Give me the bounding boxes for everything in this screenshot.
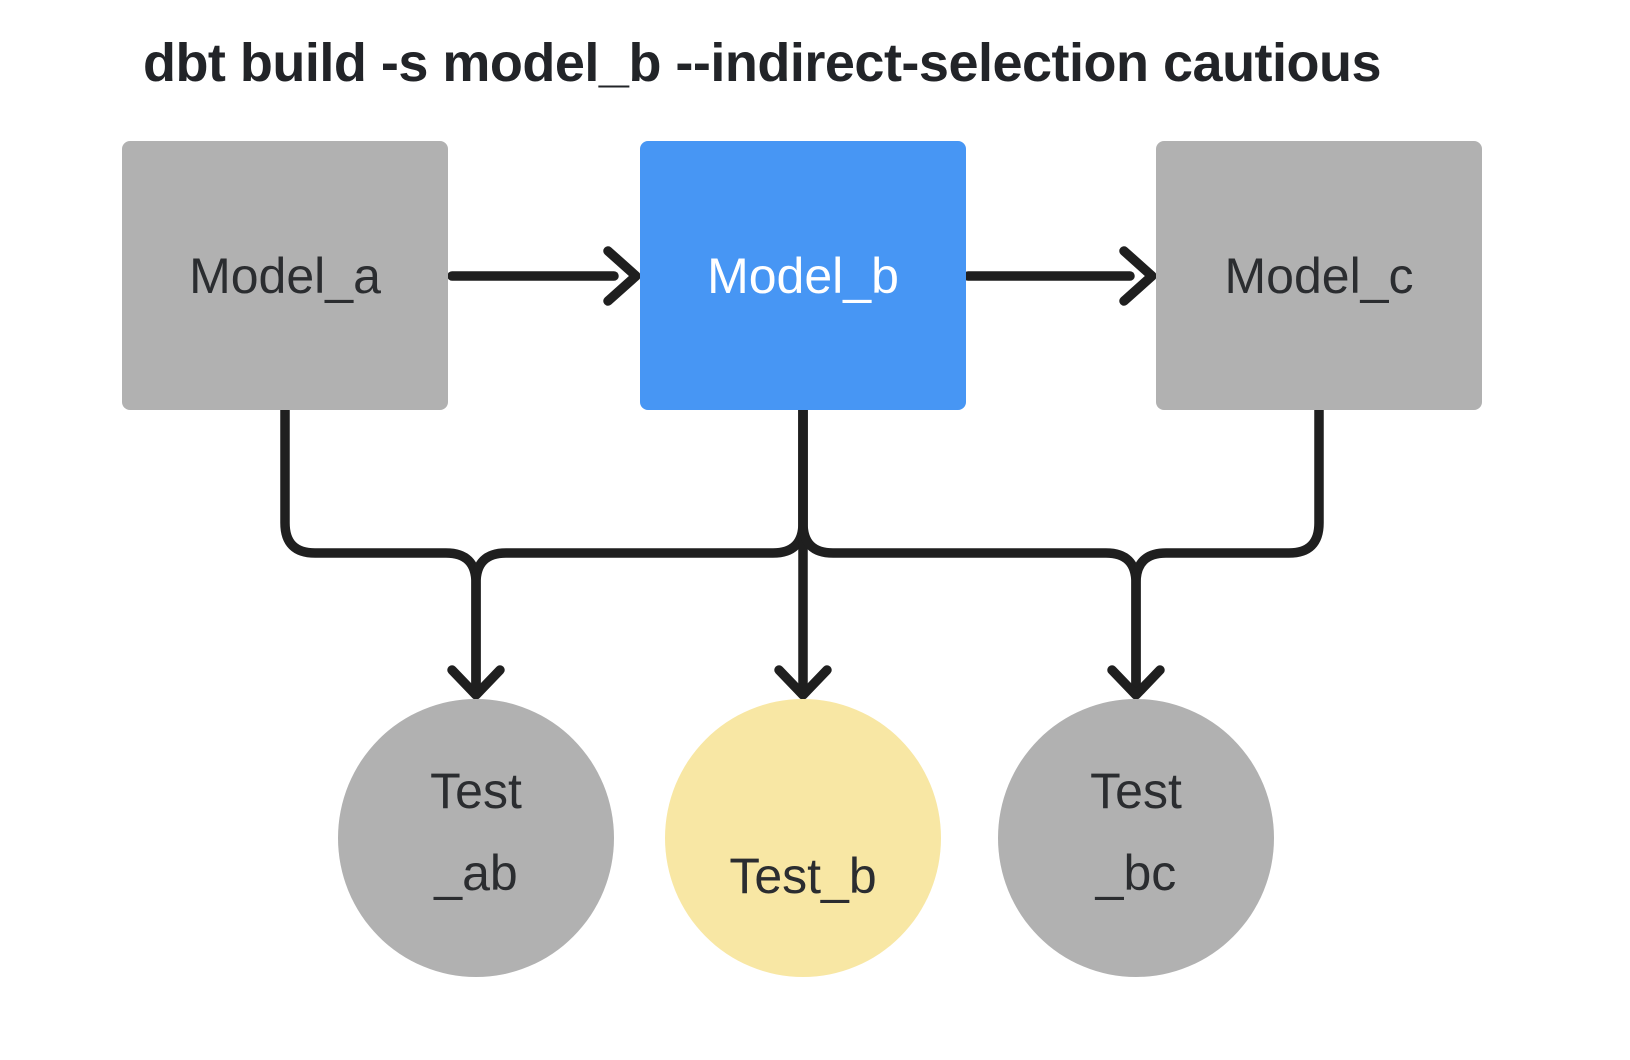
node-test-b-label: Test_b (729, 848, 877, 904)
node-test-ab-label: Test _ab (430, 763, 522, 901)
edge-model-b-test-bc (798, 405, 1141, 698)
command-title: dbt build -s model_b --indirect-selectio… (142, 33, 1382, 93)
edge-model-a-model-b-arrowhead (603, 246, 641, 306)
edge-model-b-test-ab (471, 405, 808, 698)
node-model-c-label: Model_c (1224, 247, 1414, 304)
node-test-bc-label: Test _bc (1090, 763, 1182, 901)
node-model-b-selected: Model_b (640, 141, 966, 410)
edge-model-a-test-ab (280, 405, 481, 698)
edge-test-ab-arrowhead (447, 665, 505, 700)
node-model-c: Model_c (1156, 141, 1482, 410)
edge-model-b-model-c-arrowhead (1119, 246, 1157, 306)
node-test-bc: Test _bc (998, 699, 1274, 977)
edge-test-b-arrowhead (774, 665, 832, 700)
edge-test-bc-arrowhead (1107, 665, 1165, 700)
node-model-a: Model_a (122, 141, 448, 410)
node-test-b-selected: Test_b (665, 699, 941, 977)
node-model-a-label: Model_a (189, 247, 381, 304)
node-model-b-label: Model_b (707, 247, 899, 304)
node-test-ab: Test _ab (338, 699, 614, 977)
edge-model-c-test-bc (1131, 405, 1324, 698)
